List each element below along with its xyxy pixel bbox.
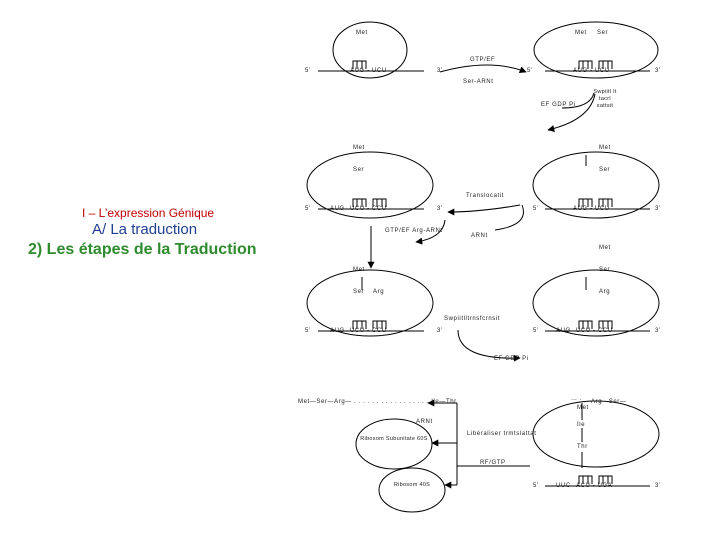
arrow-elongation bbox=[547, 93, 596, 132]
label-ribosome-40s: Ribosom 40S bbox=[393, 482, 431, 488]
label-rf-gtp: RF/GTP bbox=[480, 460, 506, 466]
label-codons: UCU - CCU bbox=[350, 206, 387, 212]
label-met: Met bbox=[599, 145, 611, 151]
ribosome-ellipse bbox=[306, 269, 434, 337]
anticodon-bracket bbox=[598, 475, 613, 484]
label-met: Met bbox=[353, 267, 365, 273]
label-translocation: Translocatit bbox=[466, 193, 504, 199]
label-codons: UCU - CCU bbox=[350, 328, 387, 334]
label-gtp-ef: GTP/EF bbox=[470, 57, 496, 63]
label-3prime: 3’ bbox=[655, 68, 661, 74]
anticodon-bracket bbox=[352, 198, 367, 207]
label-5prime: 5’ bbox=[527, 68, 533, 74]
label-codons: UCU - CCU bbox=[576, 328, 613, 334]
label-arg: Arg bbox=[599, 289, 611, 295]
label-5prime: 5’ bbox=[305, 206, 311, 212]
label-met: Met bbox=[353, 145, 365, 151]
label-thr: Thr bbox=[577, 444, 588, 450]
label-ser-arnt: Ser-ARNt bbox=[463, 79, 494, 85]
anticodon-bracket bbox=[372, 198, 387, 207]
label-3prime: 3’ bbox=[655, 206, 661, 212]
anticodon-bracket bbox=[598, 60, 613, 69]
anticodon-bracket bbox=[578, 60, 593, 69]
anticodon-bracket bbox=[598, 320, 613, 329]
anticodon-bracket bbox=[372, 320, 387, 329]
anticodon-bracket bbox=[352, 320, 367, 329]
label-ile: Ile bbox=[577, 422, 586, 428]
label-met: Met bbox=[575, 30, 587, 36]
label-3prime: 3’ bbox=[655, 328, 661, 334]
label-3prime: 3’ bbox=[437, 328, 443, 334]
label-ribosome-60s: Ribosom Subunitate 60S bbox=[360, 436, 428, 442]
ribosome-ellipse bbox=[532, 269, 660, 337]
label-ef-gdp: EF GDP Pi bbox=[541, 102, 576, 108]
label-5prime: 5’ bbox=[305, 328, 311, 334]
label-codons: AUG - UCU bbox=[573, 68, 610, 74]
arrow-peptidyl bbox=[457, 329, 521, 362]
label-ser: Ser bbox=[599, 267, 611, 273]
label-gtp-ef-arg: GTP/EF Arg-ARNt bbox=[385, 228, 443, 234]
arrow-translocation bbox=[447, 204, 521, 216]
label-codons: AUG - UCU bbox=[350, 68, 387, 74]
label-met: Met bbox=[599, 245, 611, 251]
label-ser: Ser bbox=[353, 167, 365, 173]
label-ser: Ser bbox=[353, 289, 365, 295]
ribosome-ellipse bbox=[532, 400, 660, 468]
label-codons: ACU - UGA bbox=[576, 483, 613, 489]
label-peptidyl: Swpiitlltrnsfcrnsit bbox=[444, 316, 501, 322]
anticodon-bracket bbox=[352, 60, 367, 69]
anticodon-bracket bbox=[578, 198, 593, 207]
ribosome-ellipse bbox=[332, 21, 408, 79]
slide-heading: I – L’expression Génique bbox=[82, 206, 215, 220]
label-arg: Arg bbox=[373, 289, 385, 295]
label-3prime: 3’ bbox=[655, 483, 661, 489]
ribosome-ellipse bbox=[378, 467, 446, 513]
label-arnt: ARNt bbox=[471, 233, 488, 239]
arrow-translocation-in bbox=[561, 92, 595, 109]
ribosome-ellipse bbox=[355, 418, 433, 470]
slide-subheading: A/ La traduction bbox=[92, 221, 198, 238]
label-ser: Ser bbox=[597, 30, 609, 36]
label-5prime: 5’ bbox=[533, 483, 539, 489]
arrow-binding-out bbox=[494, 204, 524, 231]
label-uuc: UUC bbox=[556, 483, 571, 489]
label-aug: AUG bbox=[330, 206, 345, 212]
anticodon-bracket bbox=[578, 320, 593, 329]
ribosome-ellipse bbox=[306, 151, 434, 219]
label-codons: AUG - UCU bbox=[573, 206, 610, 212]
ribosome-ellipse bbox=[532, 151, 660, 219]
label-5prime: 5’ bbox=[305, 68, 311, 74]
label-met: Met bbox=[577, 405, 589, 411]
arrow-binding bbox=[415, 219, 446, 245]
label-peptide-bond: Swpiitl lt tacrl sattsit bbox=[593, 89, 617, 109]
anticodon-bracket bbox=[578, 475, 593, 484]
anticodon-bracket bbox=[598, 198, 613, 207]
label-arg-ser: Arg—Ser— bbox=[591, 399, 627, 405]
label-5prime: 5’ bbox=[533, 206, 539, 212]
label-ser: Ser bbox=[599, 167, 611, 173]
label-arnt: ARNt bbox=[416, 419, 433, 425]
label-3prime: 3’ bbox=[437, 68, 443, 74]
label-5prime: 5’ bbox=[533, 328, 539, 334]
label-ef-gdp: EF GDP Pi bbox=[494, 356, 529, 362]
label-aug: AUG bbox=[330, 328, 345, 334]
ribosome-ellipse bbox=[533, 21, 659, 79]
label-peptide-chain: Met—Ser—Arg— . . . . . . . . . . . . . .… bbox=[298, 399, 457, 405]
label-release: Libéraliser trmtslattat bbox=[467, 431, 537, 437]
arrow-initiation bbox=[439, 64, 527, 73]
label-dots: … . bbox=[571, 396, 583, 402]
label-3prime: 3’ bbox=[437, 206, 443, 212]
label-aug: AUG bbox=[556, 328, 571, 334]
label-met: Met bbox=[356, 30, 368, 36]
section-title: 2) Les étapes de la Traduction bbox=[28, 241, 257, 258]
